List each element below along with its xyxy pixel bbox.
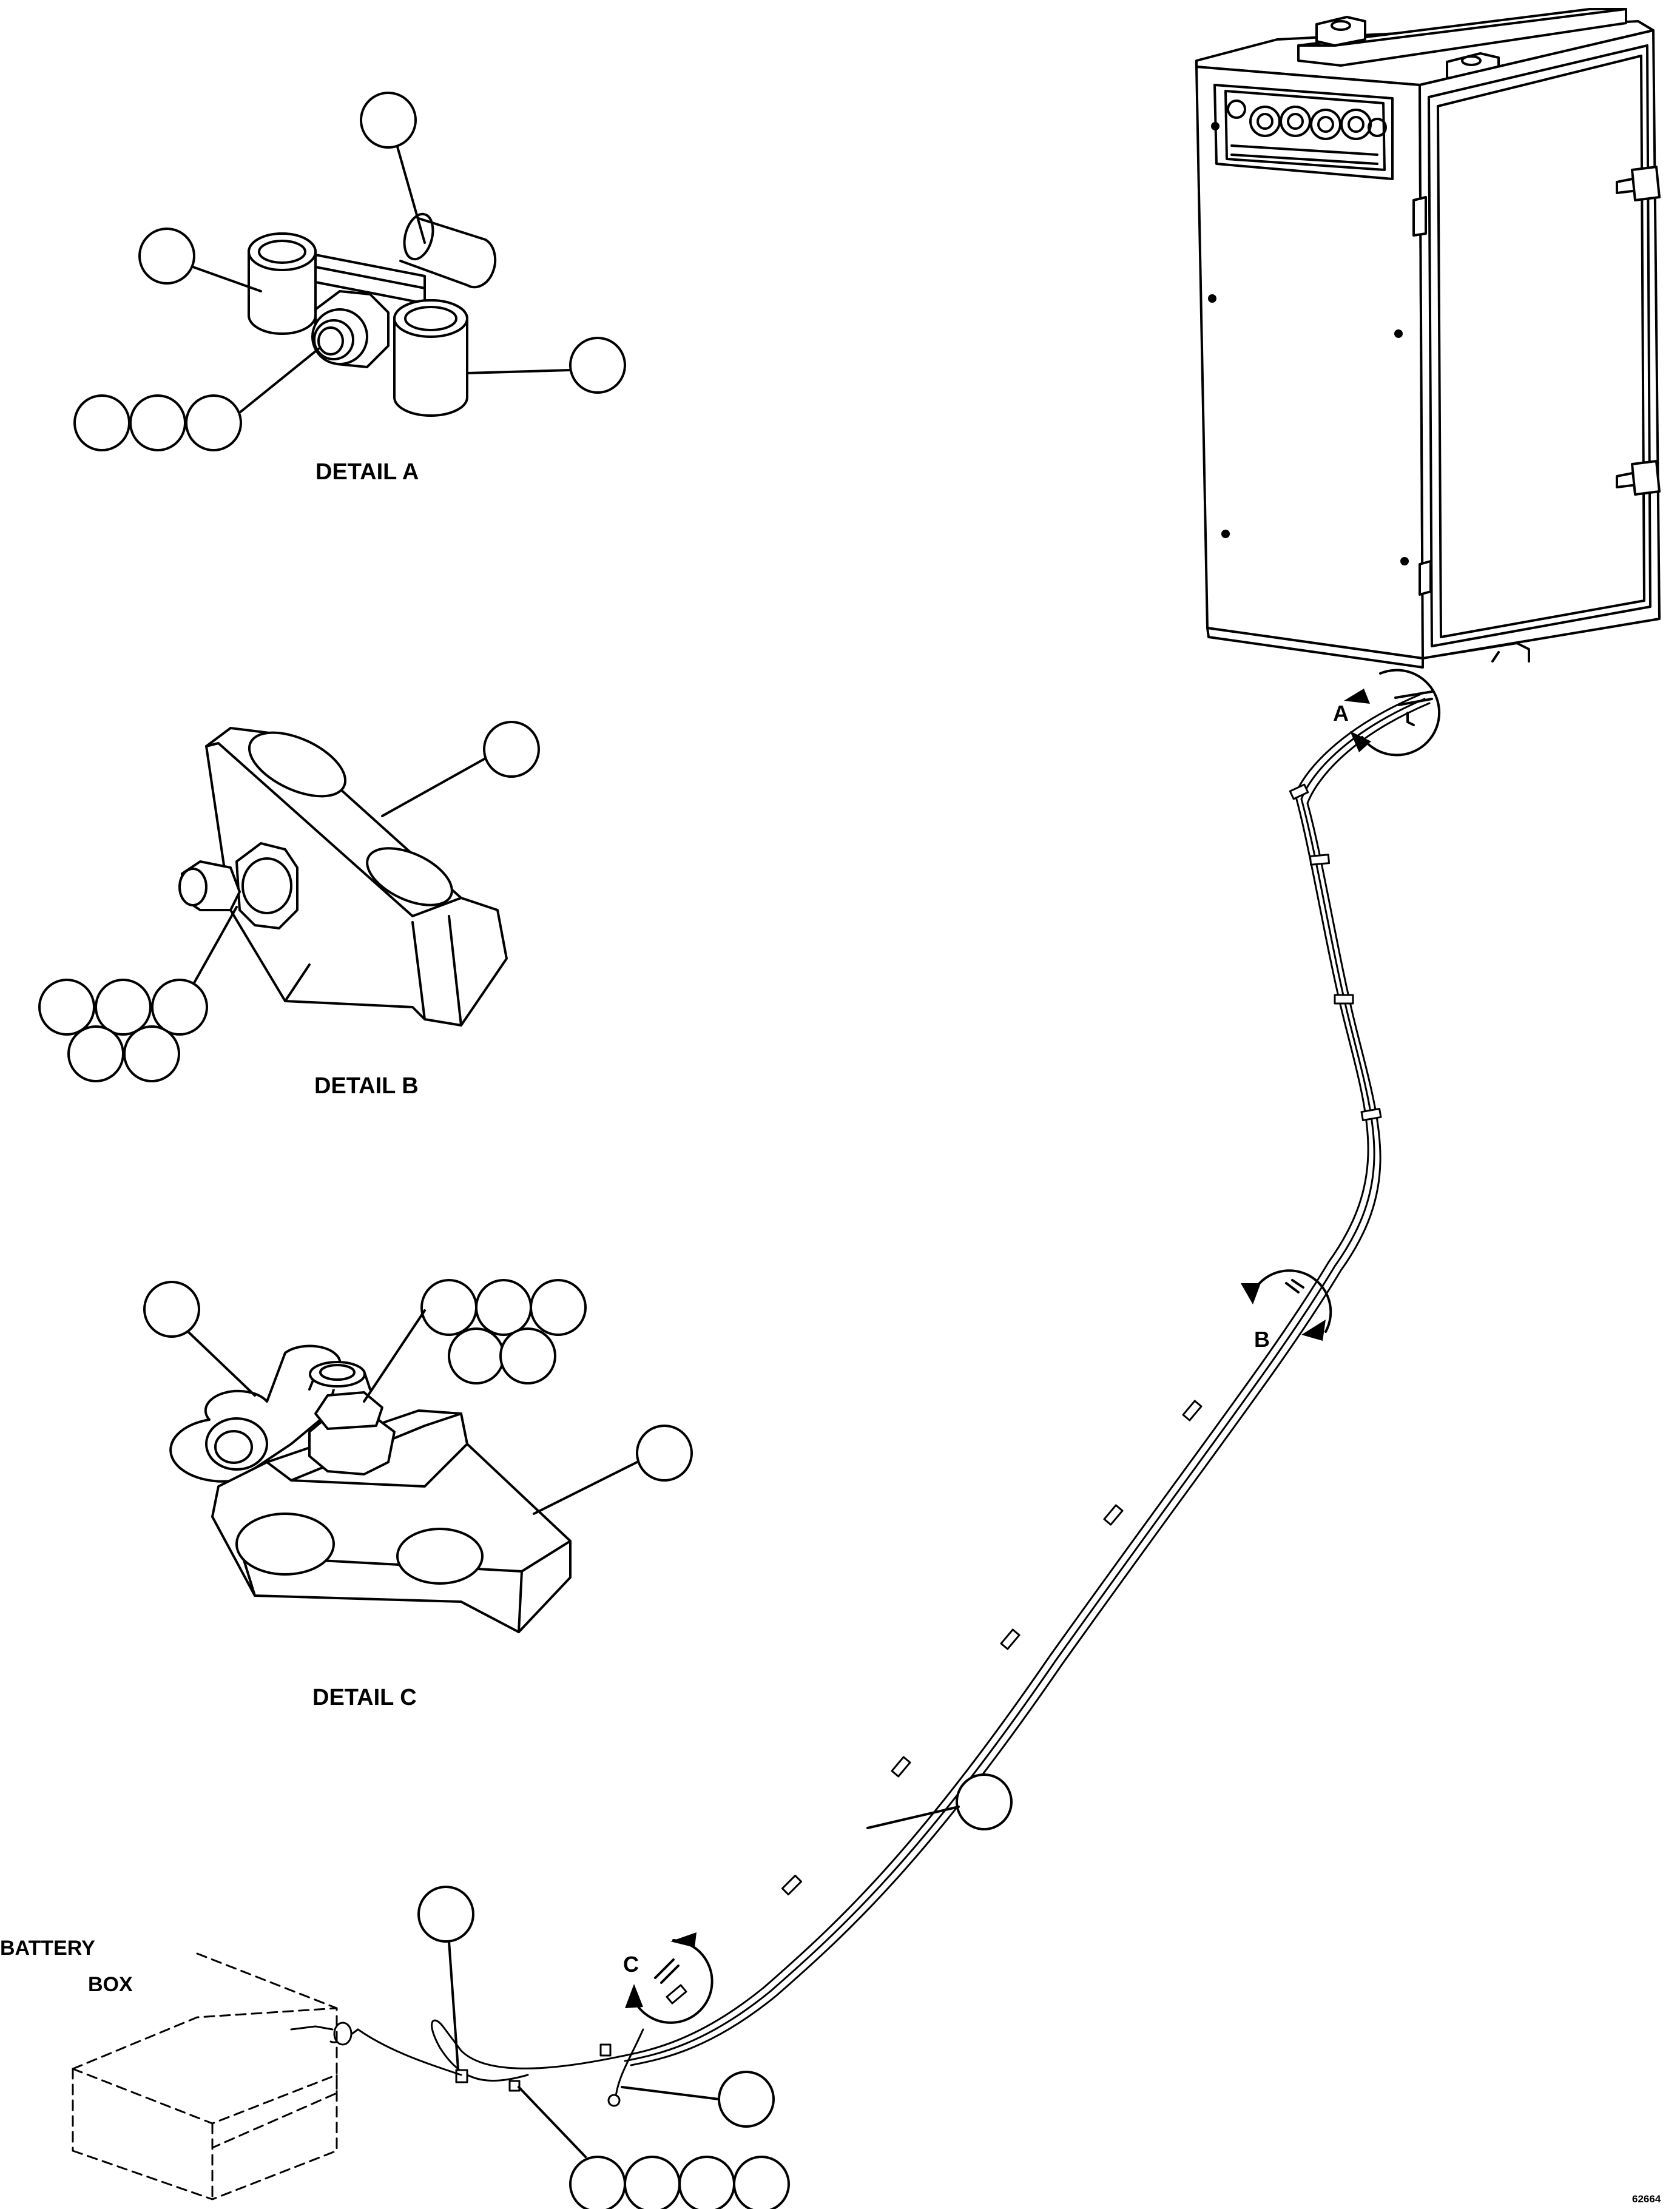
detail-c-callouts xyxy=(143,1279,693,1515)
battery-box-outline xyxy=(72,1952,338,2201)
view-marker-c xyxy=(625,1932,713,2024)
callout-balloon xyxy=(143,1281,200,1338)
callout-balloon xyxy=(417,1886,474,1943)
callout-balloon xyxy=(73,394,130,451)
callout-balloon xyxy=(448,1327,505,1384)
callout-balloon xyxy=(530,1279,587,1336)
callout-balloon xyxy=(151,979,208,1036)
callout-balloon xyxy=(360,92,417,149)
detail-c-label: DETAIL C xyxy=(312,1685,417,1710)
main-callouts xyxy=(417,1773,1013,2209)
detail-a-label: DETAIL A xyxy=(315,459,419,485)
callout-balloon xyxy=(129,394,186,451)
view-marker-b-letter: B xyxy=(1254,1327,1270,1352)
callout-balloon xyxy=(475,1279,532,1336)
callout-balloon xyxy=(569,337,626,394)
door-latch xyxy=(1616,166,1661,496)
detail-b-callouts xyxy=(38,721,540,1082)
view-marker-a xyxy=(1344,669,1441,757)
callout-balloon xyxy=(678,2156,735,2209)
callout-balloon xyxy=(624,2156,681,2209)
callout-balloon xyxy=(569,2156,626,2209)
view-marker-a-letter: A xyxy=(1333,701,1349,726)
drawing-code: 62664 xyxy=(1632,2193,1661,2205)
detail-a-clamp-drawing xyxy=(248,212,497,417)
callout-balloon xyxy=(718,2071,775,2128)
view-marker-c-letter: C xyxy=(623,1952,639,1977)
callout-balloon xyxy=(185,394,242,451)
callout-balloon xyxy=(733,2156,790,2209)
callout-balloon xyxy=(499,1327,556,1384)
view-marker-b xyxy=(1241,1269,1332,1341)
callout-balloon xyxy=(636,1425,693,1482)
callout-balloon xyxy=(138,228,195,285)
detail-c-clamp-drawing xyxy=(169,1344,572,1633)
callout-balloon xyxy=(38,979,95,1036)
callout-balloon xyxy=(123,1025,180,1082)
terminal-block xyxy=(1227,99,1387,165)
wire-harness xyxy=(290,693,1431,2107)
battery-box-label-line2: BOX xyxy=(88,1973,133,1996)
callout-balloon xyxy=(420,1279,477,1336)
battery-box-label-line1: BATTERY xyxy=(0,1937,95,1960)
callout-balloon xyxy=(956,1773,1013,1830)
callout-balloon xyxy=(95,979,152,1036)
callout-balloon xyxy=(483,721,540,778)
detail-b-label: DETAIL B xyxy=(314,1073,419,1099)
equipment-cabinet xyxy=(1195,8,1661,669)
detail-b-clamp-drawing xyxy=(178,727,508,1027)
callout-balloon xyxy=(67,1025,124,1082)
detail-a-callouts xyxy=(73,92,626,451)
